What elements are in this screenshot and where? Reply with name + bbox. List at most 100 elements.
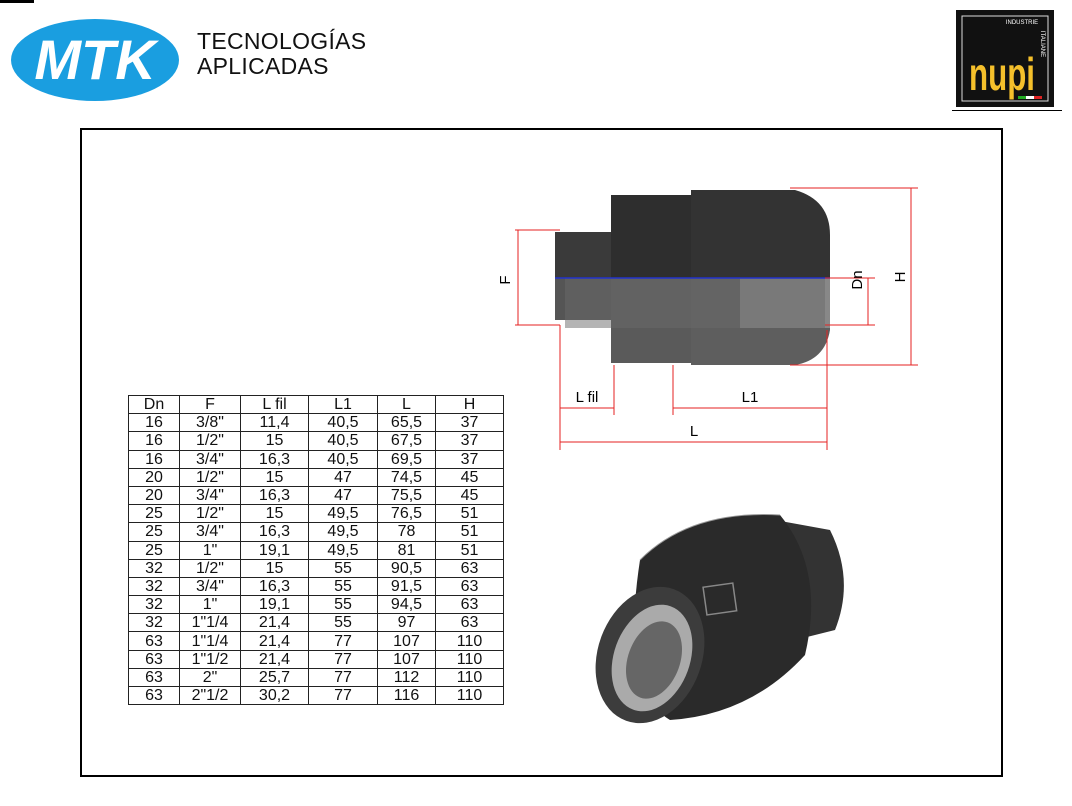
- technical-section-drawing: F Dn H L fil L1 L: [497, 187, 918, 450]
- table-cell: 77: [308, 649, 378, 669]
- table-cell: 16,3: [240, 522, 309, 542]
- table-cell: 107: [377, 631, 436, 651]
- nupi-italiane-text: ITALIANE: [1039, 31, 1045, 57]
- tagline-line2: APLICADAS: [197, 53, 329, 79]
- table-cell: 32: [128, 576, 180, 597]
- table-cell: 40,5: [308, 449, 378, 469]
- table-cell: 63: [128, 685, 180, 706]
- dim-label-h: H: [892, 272, 909, 283]
- table-cell: 74,5: [377, 467, 436, 487]
- table-cell: 3/4": [179, 576, 241, 597]
- table-cell: 45: [435, 485, 504, 506]
- table-cell: 40,5: [308, 413, 378, 433]
- table-cell: 16,3: [240, 485, 309, 506]
- table-cell: 15: [240, 467, 309, 487]
- table-cell: 32: [128, 558, 180, 578]
- table-cell: 25: [128, 504, 180, 524]
- table-cell: 20: [128, 467, 180, 487]
- company-tagline: TECNOLOGÍAS APLICADAS: [197, 29, 366, 79]
- table-cell: 112: [377, 667, 436, 688]
- table-cell: 1"1/2: [179, 649, 241, 669]
- dim-label-dn: Dn: [849, 270, 866, 289]
- column-header: H: [435, 394, 504, 415]
- table-cell: 32: [128, 595, 180, 615]
- table-cell: 63: [435, 595, 504, 615]
- nupi-logo-text: nupi: [969, 48, 1035, 100]
- table-cell: 32: [128, 613, 180, 633]
- table-cell: 25: [128, 522, 180, 542]
- table-cell: 3/4": [179, 485, 241, 506]
- table-cell: 3/8": [179, 413, 241, 433]
- table-cell: 1/2": [179, 558, 241, 578]
- table-cell: 20: [128, 485, 180, 506]
- table-cell: 16,3: [240, 449, 309, 469]
- table-cell: 1/2": [179, 467, 241, 487]
- table-cell: 63: [435, 613, 504, 633]
- table-cell: 25: [128, 540, 180, 560]
- table-cell: 2": [179, 667, 241, 688]
- table-cell: 51: [435, 522, 504, 542]
- top-rule: [0, 0, 34, 3]
- table-cell: 69,5: [377, 449, 436, 469]
- column-header: Dn: [128, 394, 180, 415]
- table-cell: 19,1: [240, 595, 309, 615]
- table-cell: 63: [435, 576, 504, 597]
- dim-label-lfil: L fil: [576, 389, 599, 406]
- table-cell: 63: [128, 649, 180, 669]
- table-cell: 51: [435, 540, 504, 560]
- dim-label-l: L: [690, 423, 698, 440]
- mtk-logo-text: MTK: [34, 28, 159, 91]
- table-cell: 63: [128, 631, 180, 651]
- table-cell: 30,2: [240, 685, 309, 706]
- table-cell: 77: [308, 685, 378, 706]
- dim-label-f: F: [497, 275, 514, 284]
- table-cell: 110: [435, 667, 504, 688]
- column-header: F: [179, 394, 241, 415]
- table-cell: 67,5: [377, 431, 436, 451]
- table-cell: 47: [308, 467, 378, 487]
- table-cell: 90,5: [377, 558, 436, 578]
- table-cell: 49,5: [308, 540, 378, 560]
- table-cell: 116: [377, 685, 436, 706]
- table-cell: 77: [308, 667, 378, 688]
- table-cell: 11,4: [240, 413, 309, 433]
- table-cell: 55: [308, 576, 378, 597]
- table-cell: 94,5: [377, 595, 436, 615]
- table-cell: 45: [435, 467, 504, 487]
- mtk-logo: MTK: [11, 19, 179, 101]
- column-header: L: [377, 394, 436, 415]
- table-cell: 55: [308, 595, 378, 615]
- nupi-industrie-text: INDUSTRIE: [1006, 20, 1038, 26]
- table-cell: 47: [308, 485, 378, 506]
- table-cell: 25,7: [240, 667, 309, 688]
- table-cell: 49,5: [308, 504, 378, 524]
- table-cell: 78: [377, 522, 436, 542]
- table-cell: 97: [377, 613, 436, 633]
- table-cell: 16: [128, 449, 180, 469]
- table-cell: 107: [377, 649, 436, 669]
- table-cell: 49,5: [308, 522, 378, 542]
- table-cell: 3/4": [179, 449, 241, 469]
- table-cell: 1"1/4: [179, 613, 241, 633]
- table-cell: 16: [128, 413, 180, 433]
- table-cell: 110: [435, 631, 504, 651]
- fitting-section: [555, 190, 830, 365]
- table-cell: 21,4: [240, 631, 309, 651]
- table-cell: 110: [435, 649, 504, 669]
- dimension-lines: [515, 187, 918, 450]
- content-frame: [80, 128, 1003, 777]
- tagline-line1: TECNOLOGÍAS: [197, 28, 367, 54]
- table-cell: 76,5: [377, 504, 436, 524]
